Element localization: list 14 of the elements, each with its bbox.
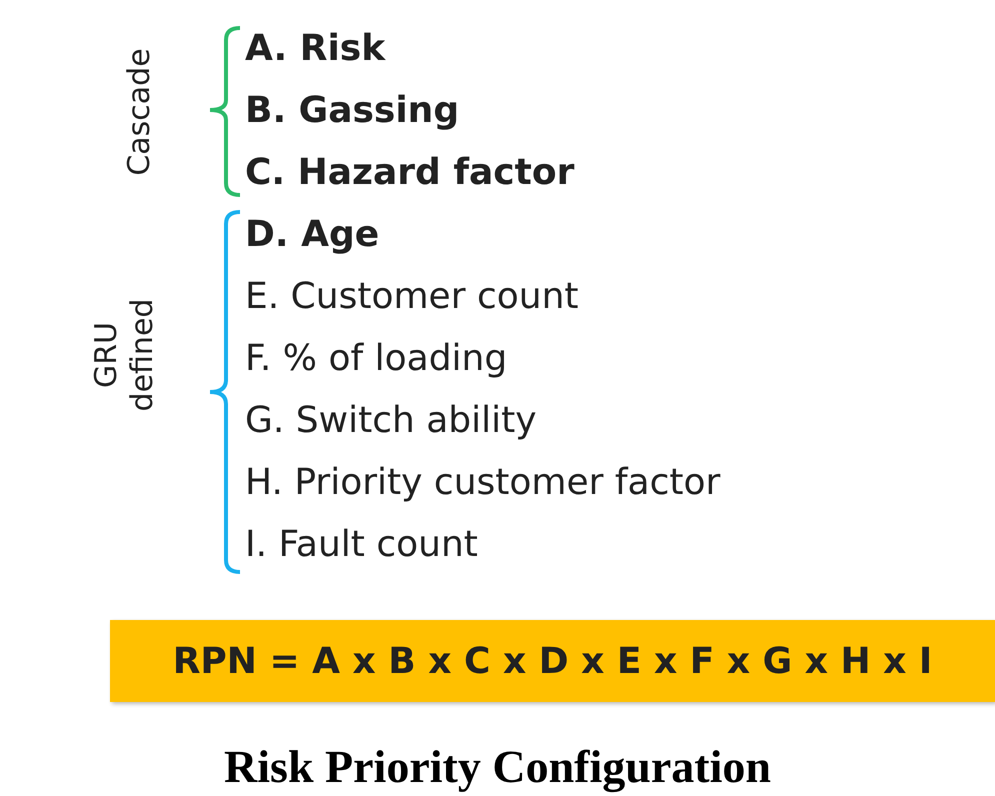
formula-banner bbox=[110, 620, 995, 702]
caption: Risk Priority Configuration bbox=[223, 740, 772, 793]
list-item: C. Hazard factor bbox=[245, 151, 574, 195]
list-item: A. Risk bbox=[245, 27, 386, 71]
list-item: F. % of loading bbox=[245, 337, 508, 381]
list-item: B. Gassing bbox=[245, 89, 460, 133]
group-label: GRU defined bbox=[89, 298, 161, 414]
list-item: E. Customer count bbox=[245, 275, 579, 319]
list-item: D. Age bbox=[245, 213, 380, 257]
group-label: Cascade bbox=[122, 47, 158, 178]
formula-text: RPN = A x B x C x D x E x F x G x H x I bbox=[172, 640, 932, 682]
list-item: I. Fault count bbox=[245, 523, 478, 567]
list-item: H. Priority customer factor bbox=[245, 461, 720, 505]
list-item: G. Switch ability bbox=[245, 399, 537, 443]
